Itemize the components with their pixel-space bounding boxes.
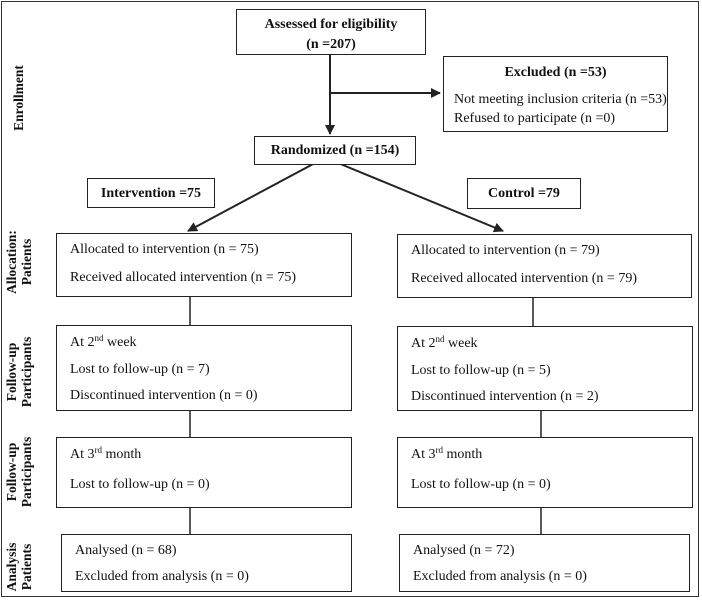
- left-followup2-box: At 3rd month Lost to follow-up (n = 0): [56, 437, 352, 508]
- left-analysed: Analysed (n = 68): [75, 543, 177, 558]
- excluded-line-1: Not meeting inclusion criteria (n =53): [454, 92, 667, 107]
- right-followup2-at: At 3rd month: [411, 445, 483, 462]
- excluded-box: Excluded (n =53) Not meeting inclusion c…: [443, 56, 668, 132]
- control-label-box: Control =79: [467, 178, 581, 209]
- left-followup2-lost: Lost to follow-up (n = 0): [70, 477, 210, 492]
- right-allocated: Allocated to intervention (n = 79): [411, 243, 600, 258]
- right-followup1-discontinued: Discontinued intervention (n = 2): [411, 389, 599, 404]
- control-label: Control =79: [488, 186, 560, 201]
- assessed-box: Assessed for eligibility (n =207): [236, 9, 426, 55]
- right-followup1-lost: Lost to follow-up (n = 5): [411, 363, 551, 378]
- excluded-line-2: Refused to participate (n =0): [454, 111, 616, 126]
- right-analysis-box: Analysed (n = 72) Excluded from analysis…: [399, 534, 690, 592]
- randomized-title: Randomized (n =154): [270, 143, 400, 158]
- assessed-title: Assessed for eligibility: [264, 17, 398, 32]
- right-received: Received allocated intervention (n = 79): [411, 271, 637, 286]
- left-allocation-box: Allocated to intervention (n = 75) Recei…: [56, 233, 352, 297]
- right-followup2-lost: Lost to follow-up (n = 0): [411, 477, 551, 492]
- left-followup1-lost: Lost to follow-up (n = 7): [70, 362, 210, 377]
- right-followup1-at: At 2nd week: [411, 334, 478, 351]
- left-followup1-discontinued: Discontinued intervention (n = 0): [70, 388, 258, 403]
- left-followup1-at: At 2nd week: [70, 333, 137, 350]
- left-followup1-box: At 2nd week Lost to follow-up (n = 7) Di…: [56, 325, 352, 411]
- left-followup2-at: At 3rd month: [70, 445, 142, 462]
- right-analysed: Analysed (n = 72): [413, 543, 515, 558]
- label-enrollment: Enrollment: [11, 65, 26, 131]
- left-allocated: Allocated to intervention (n = 75): [70, 242, 259, 257]
- excluded-title: Excluded (n =53): [504, 65, 607, 80]
- randomized-box: Randomized (n =154): [254, 136, 416, 165]
- label-allocation: Allocation:Patients: [4, 230, 34, 294]
- right-followup2-box: At 3rd month Lost to follow-up (n = 0): [397, 437, 693, 508]
- left-analysis-box: Analysed (n = 68) Excluded from analysis…: [61, 534, 352, 592]
- connector-to-control: [337, 162, 504, 233]
- intervention-label: Intervention =75: [100, 186, 202, 201]
- left-excluded-analysis: Excluded from analysis (n = 0): [75, 569, 249, 584]
- assessed-count: (n =207): [306, 37, 356, 52]
- left-received: Received allocated intervention (n = 75): [70, 270, 296, 285]
- right-excluded-analysis: Excluded from analysis (n = 0): [413, 569, 587, 584]
- intervention-label-box: Intervention =75: [87, 178, 215, 208]
- connector-to-intervention: [187, 162, 316, 232]
- right-allocation-box: Allocated to intervention (n = 79) Recei…: [397, 234, 692, 298]
- right-followup1-box: At 2nd week Lost to follow-up (n = 5) Di…: [397, 326, 693, 411]
